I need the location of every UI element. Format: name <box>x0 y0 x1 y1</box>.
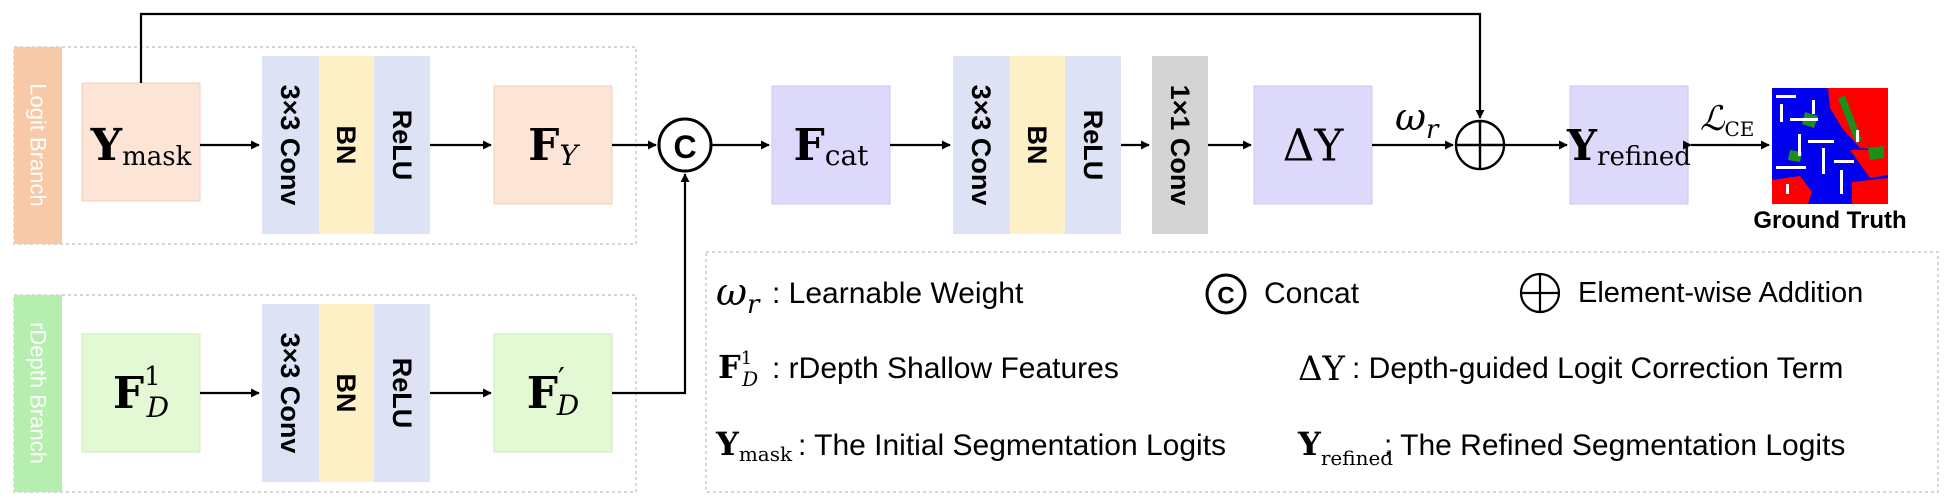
relu-block-3 <box>1065 56 1121 234</box>
legend-delta-text: : Depth-guided Logit Correction Term <box>1352 352 1843 385</box>
conv3x3-block-2 <box>262 304 319 482</box>
f-d-prime-node <box>493 333 613 453</box>
conv1x1-block <box>1152 56 1208 234</box>
conv3x3-block-3 <box>953 56 1010 234</box>
legend-concat-icon <box>1205 273 1247 315</box>
conv3x3-label-1: 3×3 Conv <box>275 85 305 206</box>
relu-label-2: ReLU <box>387 358 417 429</box>
delta-y-node <box>1253 85 1373 205</box>
legend-concat-symbol: C <box>1217 283 1234 310</box>
legend-omega-text: : Learnable Weight <box>772 277 1024 310</box>
conv3x3-label-3: 3×3 Conv <box>966 85 996 206</box>
conv3x3-block-1 <box>262 56 319 234</box>
legend-omega-symbol: ωr <box>716 270 761 320</box>
conv3x3-label-2: 3×3 Conv <box>275 333 305 454</box>
f-y-label: FY <box>528 120 580 172</box>
concat-symbol: C <box>673 129 696 165</box>
legend-addition-text: Element-wise Addition <box>1578 277 1863 309</box>
legend-yrefined-text: : The Refined Segmentation Logits <box>1384 429 1845 462</box>
loss-edge-label: ℒCE <box>1700 99 1754 141</box>
relu-label-3: ReLU <box>1078 110 1108 181</box>
legend-frame <box>705 251 1939 493</box>
f-cat-label: Fcat <box>794 120 870 172</box>
bn-label-2: BN <box>331 374 361 413</box>
relu-block-1 <box>374 56 430 234</box>
y-refined-label: Yrefined <box>1566 121 1691 173</box>
relu-label-1: ReLU <box>387 110 417 181</box>
bn-block-2 <box>319 304 374 482</box>
rdepth-branch-tab <box>14 295 62 492</box>
f-cat-node <box>771 85 891 205</box>
omega-edge-label: ωr <box>1395 95 1440 145</box>
y-refined-node <box>1569 85 1689 205</box>
f-y-node <box>493 85 613 205</box>
arrow-ymask-skip-to-add <box>139 12 1485 119</box>
arrow-fdprime-to-concat <box>612 173 690 395</box>
legend-delta-symbol: ΔY <box>1298 349 1346 389</box>
rdepth-branch-label: rDepth Branch <box>26 322 51 464</box>
logit-branch-label: Logit Branch <box>26 83 51 207</box>
bn-block-1 <box>319 56 374 234</box>
legend-yrefined-symbol: Yrefined <box>1297 425 1393 470</box>
bn-block-3 <box>1010 56 1065 234</box>
relu-block-2 <box>374 304 430 482</box>
legend-addition-icon <box>1519 272 1561 314</box>
legend-concat-text: Concat <box>1264 277 1360 310</box>
legend-ymask-text: : The Initial Segmentation Logits <box>798 429 1226 462</box>
logit-branch-tab <box>14 47 62 244</box>
ground-truth-label: Ground Truth <box>1753 207 1906 234</box>
legend-ymask-symbol: Ymask <box>715 425 793 466</box>
conv1x1-label: 1×1 Conv <box>1165 85 1195 206</box>
delta-y-label: ΔY <box>1283 121 1345 172</box>
legend-fd1-text: : rDepth Shallow Features <box>772 352 1119 385</box>
f-d-prime-label: F′D <box>527 362 580 422</box>
bn-label-1: BN <box>331 126 361 165</box>
ground-truth-segmentation-map <box>1772 88 1888 204</box>
f-d1-node <box>81 333 201 453</box>
bn-label-3: BN <box>1022 126 1052 165</box>
y-mask-label: Ymask <box>90 120 192 173</box>
